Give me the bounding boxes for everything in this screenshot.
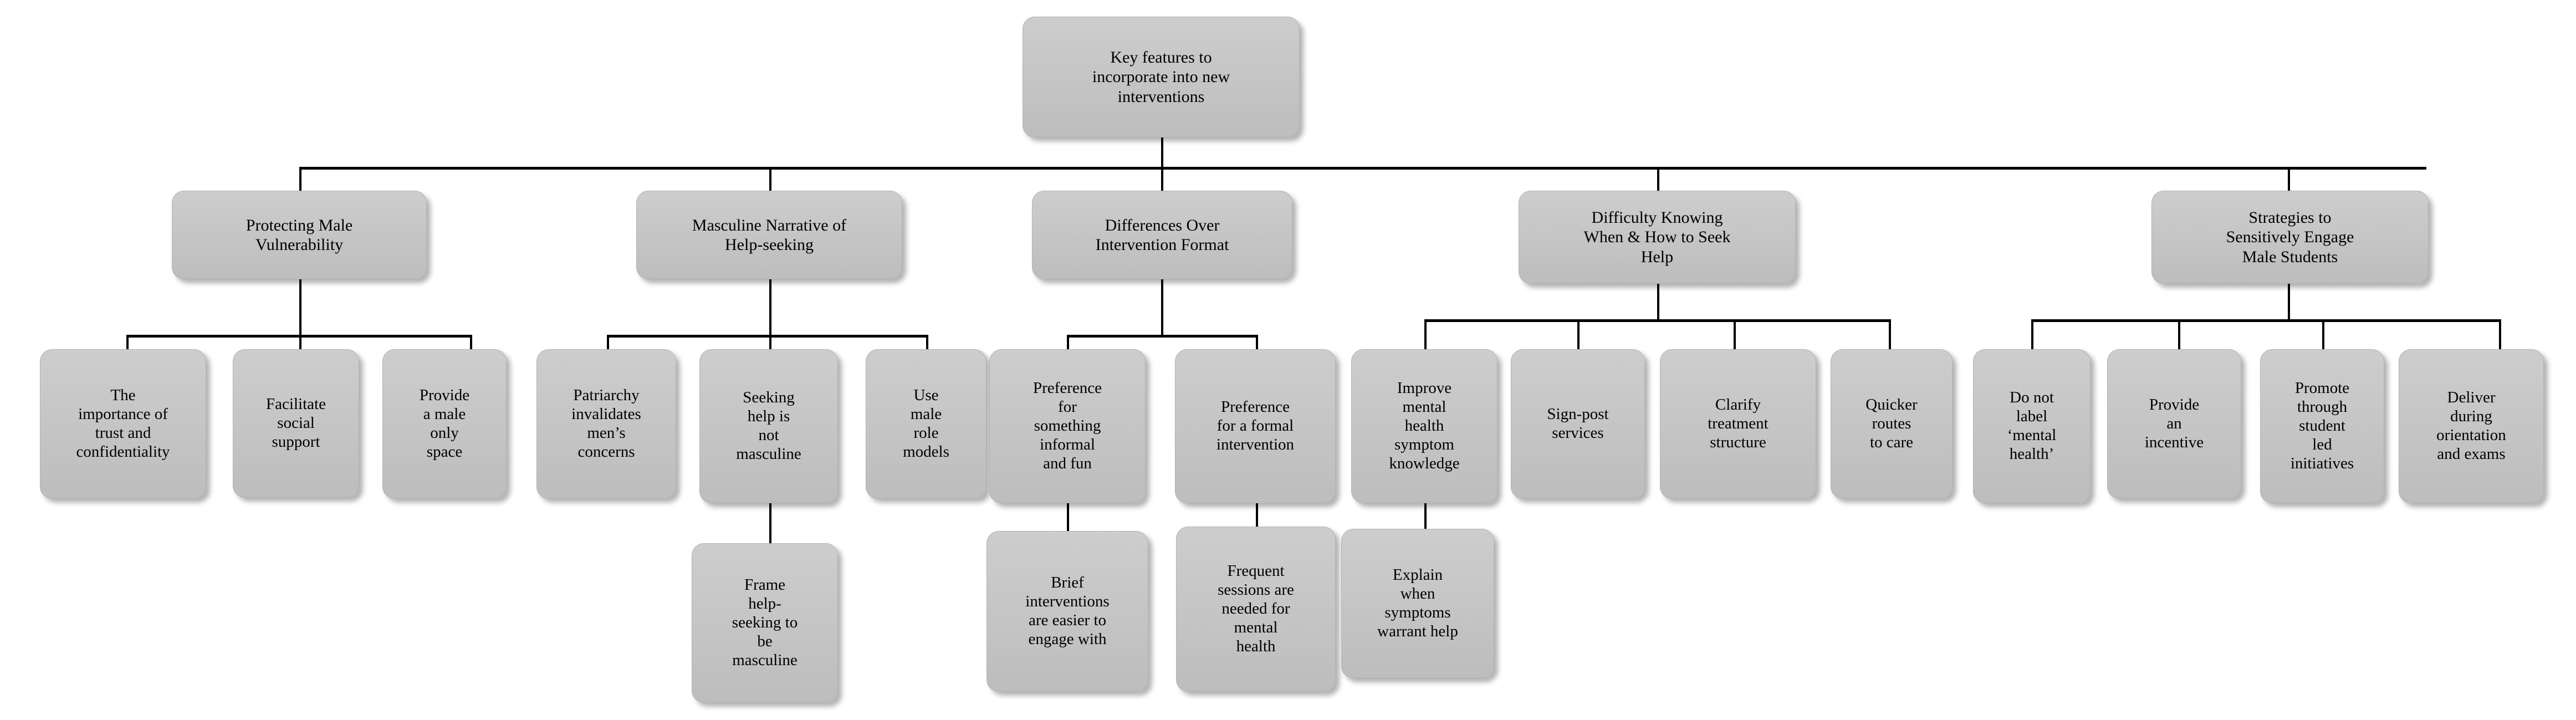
- node-root-label: Key features to incorporate into new int…: [1092, 48, 1230, 106]
- node-leaf-quicker-routes-to-care-label: Quicker routes to care: [1865, 396, 1918, 451]
- connector-group5-drop-2: [2178, 319, 2180, 350]
- node-leaf-deliver-orientation-exams[interactable]: Deliver during orientation and exams: [2399, 349, 2544, 503]
- connector-theme-stem-3: [1161, 167, 1163, 191]
- node-leaf-patriarchy-invalidates-label: Patriarchy invalidates men’s concerns: [571, 386, 641, 461]
- connector-group1-stem: [299, 277, 301, 337]
- node-theme-protecting-male-vulnerability[interactable]: Protecting Male Vulnerability: [172, 191, 427, 279]
- node-theme-4-label: Difficulty Knowing When & How to Seek He…: [1583, 208, 1731, 266]
- node-leaf-provide-an-incentive-label: Provide an incentive: [2144, 396, 2204, 451]
- connector-group3-drop-2: [1256, 335, 1258, 350]
- node-theme-1-label: Protecting Male Vulnerability: [246, 216, 353, 254]
- node-subleaf-frequent-sessions-label: Frequent sessions are needed for mental …: [1218, 562, 1294, 655]
- connector-group4-stem: [1657, 277, 1659, 321]
- node-leaf-provide-an-incentive[interactable]: Provide an incentive: [2107, 349, 2241, 499]
- connector-group4-drop-2: [1577, 319, 1580, 350]
- node-leaf-quicker-routes-to-care[interactable]: Quicker routes to care: [1831, 349, 1953, 499]
- node-leaf-male-only-space[interactable]: Provide a male only space: [382, 349, 507, 499]
- connector-group2-drop-2: [769, 335, 771, 350]
- node-leaf-sign-post-services-label: Sign-post services: [1547, 405, 1609, 442]
- connector-group3-stem: [1161, 277, 1163, 337]
- connector-group1-drop-1: [126, 335, 129, 350]
- node-leaf-facilitate-social-support[interactable]: Facilitate social support: [233, 349, 359, 498]
- node-subleaf-frequent-sessions[interactable]: Frequent sessions are needed for mental …: [1176, 527, 1336, 692]
- node-theme-2-label: Masculine Narrative of Help-seeking: [692, 216, 847, 254]
- node-leaf-clarify-treatment-structure[interactable]: Clarify treatment structure: [1660, 349, 1816, 499]
- node-leaf-deliver-orientation-exams-label: Deliver during orientation and exams: [2436, 389, 2506, 463]
- node-leaf-male-role-models-label: Use male role models: [903, 386, 949, 461]
- connector-seeking-help-to-frame: [769, 503, 771, 544]
- connector-root-stem: [1161, 135, 1163, 168]
- node-leaf-male-role-models[interactable]: Use male role models: [866, 349, 987, 499]
- connector-group4-drop-1: [1424, 319, 1427, 350]
- connector-theme-stem-4: [1657, 167, 1659, 191]
- connector-group2-bar: [607, 335, 928, 338]
- connector-group1-drop-3: [470, 335, 472, 350]
- node-leaf-male-only-space-label: Provide a male only space: [419, 386, 470, 461]
- node-leaf-clarify-treatment-structure-label: Clarify treatment structure: [1708, 396, 1769, 451]
- node-theme-masculine-narrative[interactable]: Masculine Narrative of Help-seeking: [636, 191, 902, 279]
- node-theme-3-label: Differences Over Intervention Format: [1095, 216, 1229, 254]
- node-subleaf-explain-symptoms-warrant-help[interactable]: Explain when symptoms warrant help: [1341, 529, 1494, 678]
- connector-group5-drop-3: [2322, 319, 2324, 350]
- node-leaf-trust-confidentiality-label: The importance of trust and confidential…: [76, 386, 170, 461]
- node-theme-strategies-engage-male-students[interactable]: Strategies to Sensitively Engage Male St…: [2151, 191, 2429, 284]
- node-leaf-do-not-label-mental-health-label: Do not label ‘mental health’: [2007, 389, 2057, 463]
- connector-group4-drop-3: [1734, 319, 1736, 350]
- connector-improve-to-explain: [1424, 503, 1427, 530]
- node-leaf-preference-informal-fun[interactable]: Preference for something informal and fu…: [989, 349, 1146, 503]
- node-leaf-promote-student-led[interactable]: Promote through student led initiatives: [2260, 349, 2384, 503]
- node-subleaf-explain-symptoms-warrant-help-label: Explain when symptoms warrant help: [1377, 566, 1458, 640]
- node-theme-5-label: Strategies to Sensitively Engage Male St…: [2226, 208, 2354, 266]
- node-leaf-facilitate-social-support-label: Facilitate social support: [266, 395, 326, 451]
- node-leaf-preference-formal-intervention[interactable]: Preference for a formal intervention: [1175, 349, 1336, 503]
- connector-group4-bar: [1424, 319, 1891, 322]
- connector-group5-stem: [2288, 277, 2290, 321]
- node-subleaf-frame-help-seeking-masculine[interactable]: Frame help- seeking to be masculine: [692, 543, 838, 703]
- node-leaf-seeking-help-not-masculine[interactable]: Seeking help is not masculine: [699, 349, 838, 503]
- node-subleaf-frame-help-seeking-masculine-label: Frame help- seeking to be masculine: [732, 576, 798, 669]
- node-root[interactable]: Key features to incorporate into new int…: [1023, 17, 1300, 137]
- node-theme-difficulty-knowing[interactable]: Difficulty Knowing When & How to Seek He…: [1519, 191, 1796, 284]
- node-leaf-improve-symptom-knowledge-label: Improve mental health symptom knowledge: [1389, 379, 1460, 472]
- connector-group5-drop-4: [2499, 319, 2501, 350]
- connector-main-trunk: [299, 167, 2426, 170]
- node-leaf-patriarchy-invalidates[interactable]: Patriarchy invalidates men’s concerns: [536, 349, 676, 499]
- connector-theme-stem-1: [299, 167, 301, 191]
- node-leaf-trust-confidentiality[interactable]: The importance of trust and confidential…: [40, 349, 206, 499]
- connector-group3-bar: [1067, 335, 1258, 338]
- connector-group3-drop-1: [1067, 335, 1069, 350]
- connector-group5-drop-1: [2031, 319, 2033, 350]
- connector-group2-drop-1: [607, 335, 609, 350]
- node-theme-differences-intervention-format[interactable]: Differences Over Intervention Format: [1032, 191, 1292, 279]
- node-subleaf-brief-interventions[interactable]: Brief interventions are easier to engage…: [987, 531, 1148, 692]
- node-subleaf-brief-interventions-label: Brief interventions are easier to engage…: [1025, 574, 1110, 648]
- node-leaf-preference-informal-fun-label: Preference for something informal and fu…: [1033, 379, 1102, 472]
- connector-group1-drop-2: [299, 335, 301, 350]
- connector-group5-bar: [2031, 319, 2501, 322]
- connector-group2-stem: [769, 277, 771, 337]
- node-leaf-promote-student-led-label: Promote through student led initiatives: [2290, 379, 2354, 472]
- node-leaf-improve-symptom-knowledge[interactable]: Improve mental health symptom knowledge: [1351, 349, 1497, 503]
- connector-group4-drop-4: [1889, 319, 1891, 350]
- connector-group2-drop-3: [926, 335, 928, 350]
- node-leaf-preference-formal-intervention-label: Preference for a formal intervention: [1216, 398, 1295, 453]
- node-leaf-do-not-label-mental-health[interactable]: Do not label ‘mental health’: [1973, 349, 2091, 503]
- connector-theme-stem-2: [769, 167, 771, 191]
- node-leaf-sign-post-services[interactable]: Sign-post services: [1511, 349, 1645, 499]
- connector-theme-stem-5: [2288, 167, 2290, 191]
- connector-informal-to-brief: [1067, 503, 1069, 532]
- connector-formal-to-frequent: [1256, 503, 1258, 528]
- node-leaf-seeking-help-not-masculine-label: Seeking help is not masculine: [736, 389, 801, 463]
